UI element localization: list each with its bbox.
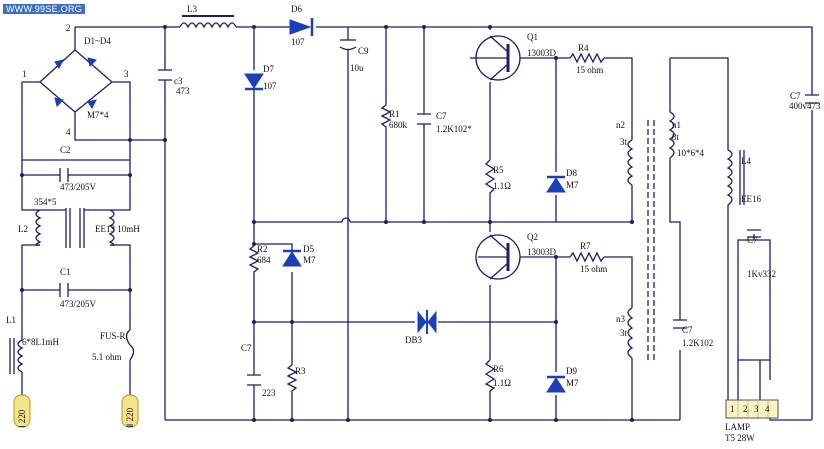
resistors <box>248 52 605 395</box>
lamp-label: LAMP <box>725 422 750 432</box>
l2-core: EE13 10mH <box>95 224 140 234</box>
capacitors <box>59 39 819 386</box>
c2-label: C2 <box>60 145 71 155</box>
n3-value: 3t <box>620 328 628 338</box>
fuse-label: FUS-R <box>100 331 126 341</box>
labels: D1~D4 M7*4 1 2 3 4 C2 473/205V 354*5 L2 … <box>6 4 821 443</box>
r7-value: 15 ohm <box>580 264 607 274</box>
node-2: 2 <box>66 23 71 33</box>
c9-label: C9 <box>358 46 369 56</box>
c7d-label: C7 <box>790 91 801 101</box>
r5-value: 1.1Ω <box>493 181 511 191</box>
bridge-rectifier <box>39 49 114 113</box>
d7-type: 107 <box>263 81 277 91</box>
l2-turns: 354*5 <box>34 197 57 207</box>
d8-type: M7 <box>566 180 579 190</box>
c7b-label: C7 <box>241 343 252 353</box>
c7e-value: 1Kv332 <box>747 269 776 279</box>
c7e-label: C7 <box>747 235 758 245</box>
d7-label: D7 <box>263 64 274 74</box>
l1-label: L1 <box>6 315 16 325</box>
r1-label: R1 <box>389 109 400 119</box>
inductors <box>9 15 745 374</box>
junctions <box>20 25 634 422</box>
fuse-resistor <box>125 329 135 361</box>
c7a-value: 1.2K102* <box>436 124 472 134</box>
r5-label: R5 <box>493 165 504 175</box>
d9-type: M7 <box>566 378 579 388</box>
l4-core: EE16 <box>741 194 761 204</box>
c7c-value: 1.2K102 <box>682 338 713 348</box>
q2-label: Q2 <box>527 232 538 242</box>
lamp-type: T5 28W <box>725 433 755 443</box>
c7a-label: C7 <box>436 111 447 121</box>
c2-value: 473/205V <box>60 182 97 192</box>
r4-value: 15 ohm <box>576 65 603 75</box>
c9-value: 10u <box>350 63 364 73</box>
input-1: Ⅰ 220 <box>17 409 27 428</box>
d6-type: 107 <box>291 37 305 47</box>
lamp-pin-1: 1 <box>730 404 735 414</box>
r6-label: R6 <box>493 364 504 374</box>
c3-label: c3 <box>174 76 183 86</box>
d1d4-label: D1~D4 <box>84 36 111 46</box>
wiring <box>21 26 813 421</box>
diodes <box>244 18 566 393</box>
watermark: WWW.99SE.ORG <box>3 4 86 14</box>
l4-label: L4 <box>741 156 751 166</box>
l3-label: L3 <box>187 4 197 14</box>
transistors <box>475 35 521 280</box>
r6-value: 1.1Ω <box>493 378 511 388</box>
c1-label: C1 <box>60 267 71 277</box>
q1-type: 13003D <box>527 48 557 58</box>
r2-value: 684 <box>257 255 271 265</box>
d1d4-type: M7*4 <box>87 110 109 120</box>
n3-label: n3 <box>616 314 626 324</box>
c7c-label: C7 <box>682 325 693 335</box>
n1-label: n1 <box>672 120 681 130</box>
d8-label: D8 <box>566 168 577 178</box>
n1-value: 8t <box>672 132 680 142</box>
c3-value: 473 <box>176 86 190 96</box>
lamp-pin-2: 2 <box>743 404 748 414</box>
q1-label: Q1 <box>527 32 538 42</box>
n2-label: n2 <box>616 120 625 130</box>
db3-label: DB3 <box>405 335 423 345</box>
r2-label: R2 <box>257 244 268 254</box>
n2-value: 3t <box>620 137 628 147</box>
l2-label: L2 <box>18 224 28 234</box>
node-1: 1 <box>22 69 27 79</box>
r3-label: R3 <box>295 366 306 376</box>
d6-label: D6 <box>291 4 302 14</box>
r1-value: 680k <box>389 120 408 130</box>
transformer-core: 10*6*4 <box>677 148 705 158</box>
d9-label: D9 <box>566 366 577 376</box>
node-4: 4 <box>66 127 71 137</box>
l1-value: 6*8L1mH <box>22 337 59 347</box>
d5-type: M7 <box>303 255 316 265</box>
r7-label: R7 <box>580 241 591 251</box>
fuse-value: 5.1 ohm <box>92 352 122 362</box>
d5-label: D5 <box>303 244 314 254</box>
lamp-pin-3: 3 <box>754 404 759 414</box>
lamp <box>725 399 779 419</box>
c7b-value: 223 <box>262 388 276 398</box>
lamp-pin-4: 4 <box>765 404 770 414</box>
c7d-value: 400v473 <box>789 101 821 111</box>
input-2: Ⅱ 220 <box>125 407 135 428</box>
q2-type: 13003D <box>527 247 557 257</box>
r4-label: R4 <box>578 43 589 53</box>
input-terminals <box>13 394 139 428</box>
c1-value: 473/205V <box>60 299 97 309</box>
node-3: 3 <box>124 69 129 79</box>
